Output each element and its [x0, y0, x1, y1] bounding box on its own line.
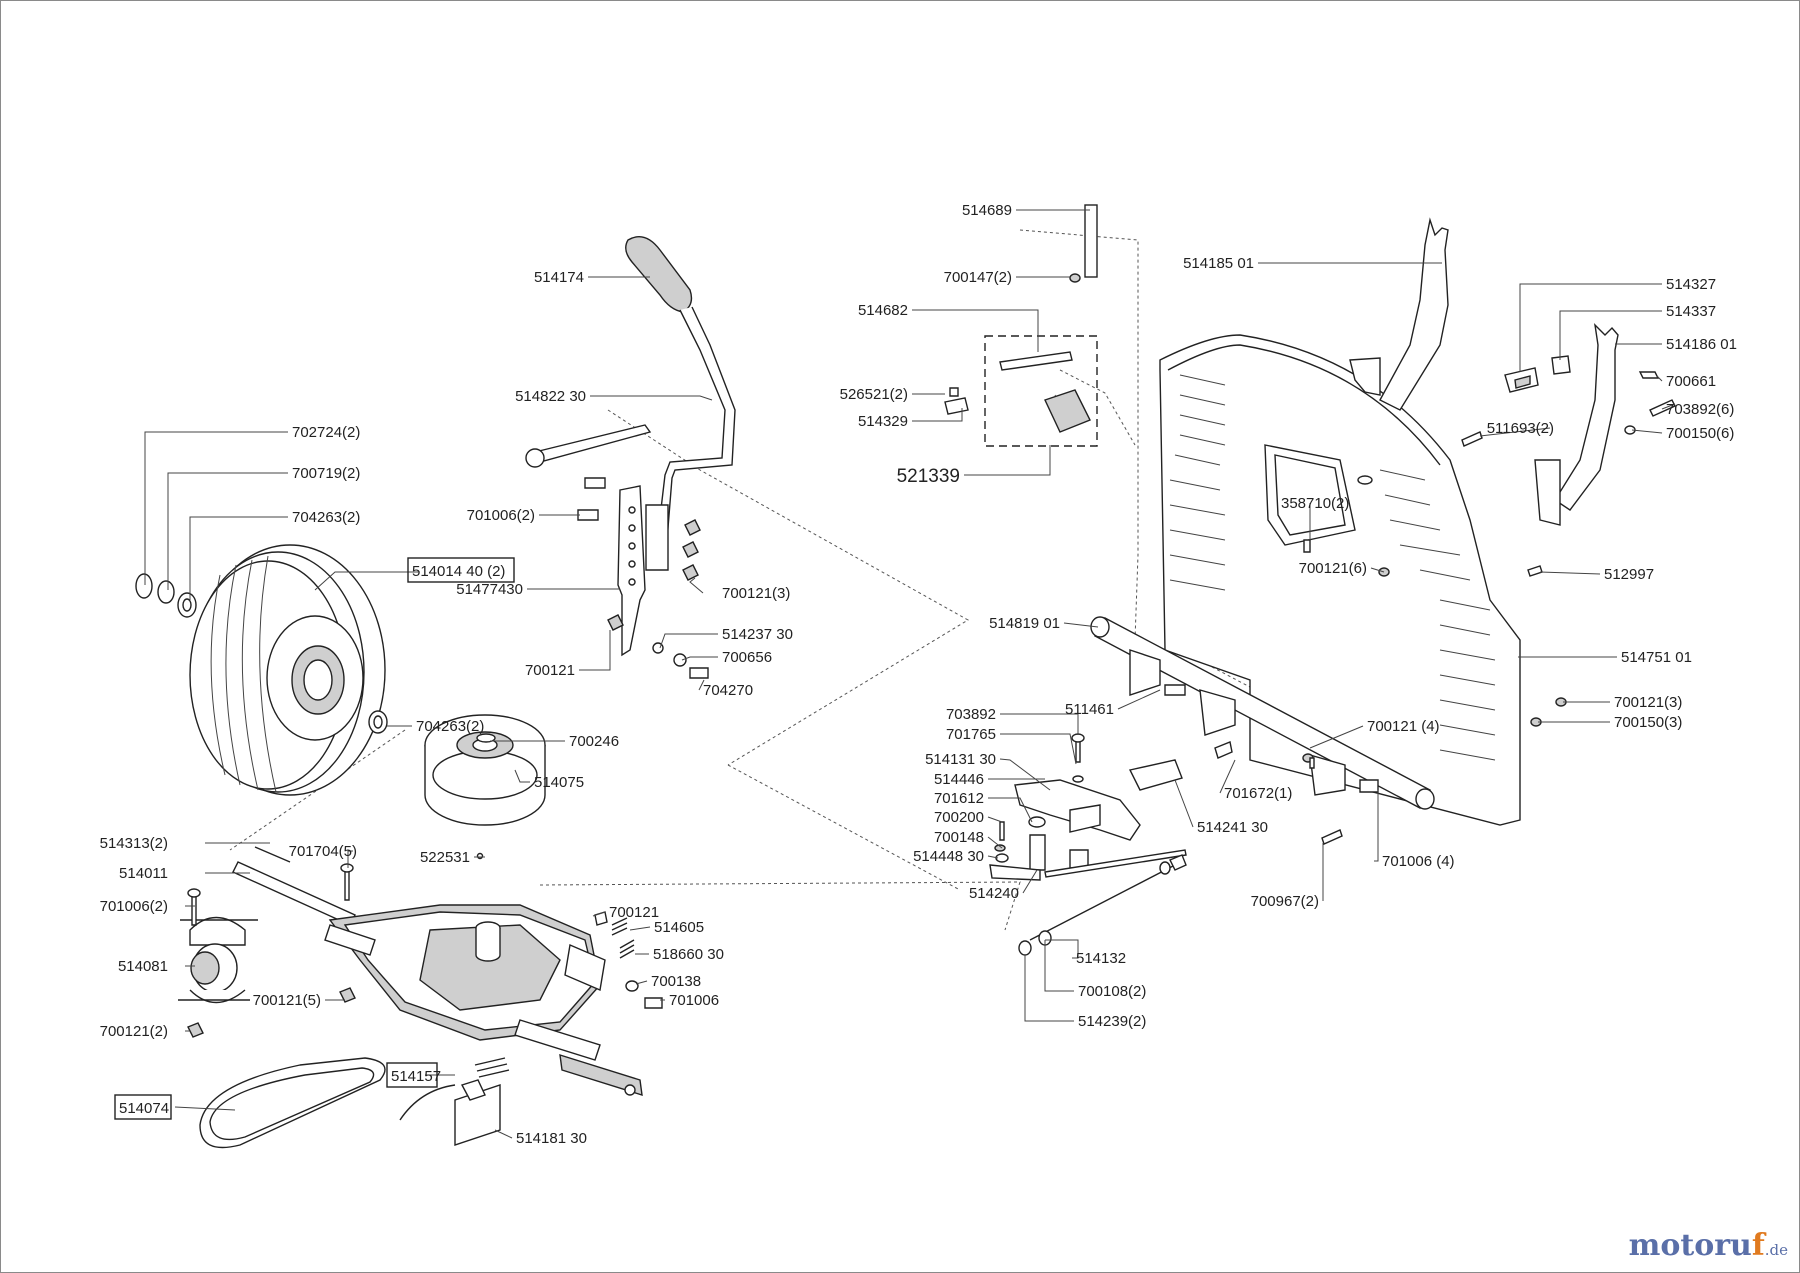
callout-700148: 700148	[934, 829, 984, 846]
callout-704263-b: 704263(2)	[416, 718, 484, 735]
callout-514075: 514075	[534, 774, 584, 791]
callout-514682: 514682	[858, 302, 908, 319]
callout-700150-6: 700150(6)	[1666, 425, 1734, 442]
callout-514337: 514337	[1666, 303, 1716, 320]
callout-700656: 700656	[722, 649, 772, 666]
callout-514074: 514074	[119, 1100, 169, 1117]
callout-514689: 514689	[962, 202, 1012, 219]
callout-514751-01: 514751 01	[1621, 649, 1692, 666]
pulley-514075	[424, 714, 546, 860]
bolts-transaxle	[187, 863, 663, 1038]
callout-700121-3-b: 700121(3)	[1614, 694, 1682, 711]
callout-700108: 700108(2)	[1078, 983, 1146, 1000]
callout-514237-30: 514237 30	[722, 626, 793, 643]
callout-702724: 702724(2)	[292, 424, 360, 441]
callout-514605: 514605	[654, 919, 704, 936]
callout-700121-3-a: 700121(3)	[722, 585, 790, 602]
callout-700200: 700200	[934, 809, 984, 826]
leader-lines	[144, 209, 1676, 1139]
wheel-514014	[189, 544, 386, 796]
callout-box-514014	[407, 557, 515, 583]
lever-bracket-514774	[617, 485, 646, 657]
callout-511693: 511693(2)	[1487, 420, 1554, 437]
callout-701006-c: 701006	[669, 992, 719, 1009]
belt-514074	[199, 1057, 386, 1149]
callout-514819-01: 514819 01	[989, 615, 1060, 632]
callout-700121-5: 700121(5)	[253, 992, 321, 1009]
callout-514157: 514157	[391, 1068, 441, 1085]
callout-701765: 701765	[946, 726, 996, 743]
callout-511461: 511461	[1065, 701, 1114, 718]
callout-700661: 700661	[1666, 373, 1716, 390]
bolts-lever	[577, 477, 709, 679]
switch-parts-right	[1378, 355, 1676, 727]
callout-514185-01: 514185 01	[1183, 255, 1254, 272]
callout-703892-6: 703892(6)	[1666, 401, 1734, 418]
rod-514132	[1018, 849, 1187, 956]
callout-701672: 701672(1)	[1224, 785, 1292, 802]
callout-514241-30: 514241 30	[1197, 819, 1268, 836]
callout-700246: 700246	[569, 733, 619, 750]
callout-514174: 514174	[534, 269, 584, 286]
callout-514014-40: 514014 40 (2)	[412, 563, 505, 580]
callout-701006-a: 701006(2)	[467, 507, 535, 524]
spring-bracket-514181	[399, 1057, 510, 1146]
bracket-514186	[1534, 323, 1619, 526]
cross-tube-514819	[1090, 616, 1435, 845]
bracket-514185	[1349, 217, 1449, 411]
callout-514186-01: 514186 01	[1666, 336, 1737, 353]
transaxle-514011	[232, 846, 643, 1096]
callout-514448-30: 514448 30	[913, 848, 984, 865]
callout-704270: 704270	[703, 682, 753, 699]
callout-526521: 526521(2)	[840, 386, 908, 403]
callout-514327: 514327	[1666, 276, 1716, 293]
callout-51477430: 51477430	[456, 581, 523, 598]
callout-514446: 514446	[934, 771, 984, 788]
callout-514132: 514132	[1076, 950, 1126, 967]
callout-700121-6: 700121(6)	[1299, 560, 1367, 577]
part-labels: 514689 700147(2) 514682 526521(2) 514329…	[100, 202, 1737, 1147]
callout-701612: 701612	[934, 790, 984, 807]
callout-514822-30: 514822 30	[515, 388, 586, 405]
callout-box-514074	[114, 1094, 172, 1120]
callout-700147: 700147(2)	[944, 269, 1012, 286]
callout-704263-a: 704263(2)	[292, 509, 360, 526]
logo-main: motoru	[1628, 1228, 1752, 1263]
callout-518660-30: 518660 30	[653, 946, 724, 963]
callout-514011: 514011	[119, 865, 168, 882]
callout-514329: 514329	[858, 413, 908, 430]
callout-700719: 700719(2)	[292, 465, 360, 482]
axle-bearing-514081	[178, 916, 258, 1004]
callout-700121-a: 700121	[525, 662, 575, 679]
callout-700150-3: 700150(3)	[1614, 714, 1682, 731]
washer-set-left	[135, 573, 388, 734]
callout-700121-4: 700121 (4)	[1367, 718, 1440, 735]
callout-358710: 358710(2)	[1281, 495, 1349, 512]
callout-700138: 700138	[651, 973, 701, 990]
callout-512997: 512997	[1604, 566, 1654, 583]
callout-700967: 700967(2)	[1251, 893, 1319, 910]
callout-514239: 514239(2)	[1078, 1013, 1146, 1030]
callout-514181-30: 514181 30	[516, 1130, 587, 1147]
callout-701006-4: 701006 (4)	[1382, 853, 1455, 870]
callout-703892: 703892	[946, 706, 996, 723]
latch-kit-521339	[944, 204, 1098, 447]
linkage-514131	[989, 733, 1183, 881]
callout-701704: 701704(5)	[289, 843, 357, 860]
brand-logo[interactable]: motoruf.de	[1629, 1228, 1788, 1263]
callout-514240: 514240	[969, 885, 1019, 902]
callout-701006-b: 701006(2)	[100, 898, 168, 915]
callout-700121-2: 700121(2)	[100, 1023, 168, 1040]
logo-accent: f	[1751, 1228, 1765, 1263]
callout-box-514157	[386, 1062, 438, 1088]
callout-700121-b: 700121	[609, 904, 659, 921]
callout-514313: 514313(2)	[100, 835, 168, 852]
callout-514131-30: 514131 30	[925, 751, 996, 768]
callout-521339: 521339	[897, 466, 960, 487]
callout-522531: 522531	[420, 849, 470, 866]
logo-tld: .de	[1764, 1241, 1788, 1259]
callout-514081: 514081	[118, 958, 168, 975]
